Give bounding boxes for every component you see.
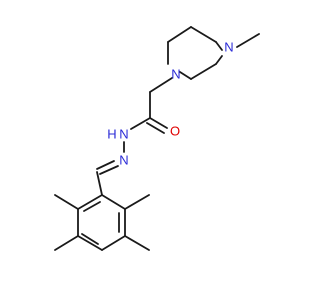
structure-canvas: N N O N H N (54, 26, 260, 251)
bond (77, 235, 103, 251)
bond (236, 33, 260, 48)
atom-nh-label: N (119, 127, 128, 142)
atom-n4-label: N (224, 40, 233, 55)
bond (99, 165, 119, 175)
bond (149, 117, 168, 129)
bond (54, 235, 79, 251)
molecule-diagram: N N O N H N (54, 26, 260, 251)
atom-h-label: H (107, 127, 116, 142)
atom-n1-label: N (171, 67, 180, 82)
bond (96, 160, 115, 170)
bond (83, 201, 101, 212)
bond (190, 63, 217, 80)
bond (81, 233, 99, 245)
bond (215, 55, 223, 65)
bond (149, 77, 173, 93)
bond (130, 117, 151, 130)
atom-o-label: O (170, 124, 180, 139)
bond (96, 171, 103, 196)
bond (190, 26, 217, 43)
bond (54, 194, 79, 210)
bond (101, 194, 126, 210)
bond (124, 194, 150, 210)
bond (179, 71, 192, 80)
atom-n-label: N (119, 153, 128, 168)
bond (101, 235, 126, 251)
bond (146, 122, 165, 134)
bond (77, 194, 103, 210)
bond (167, 26, 192, 43)
bond (215, 41, 223, 51)
bond (124, 235, 150, 251)
